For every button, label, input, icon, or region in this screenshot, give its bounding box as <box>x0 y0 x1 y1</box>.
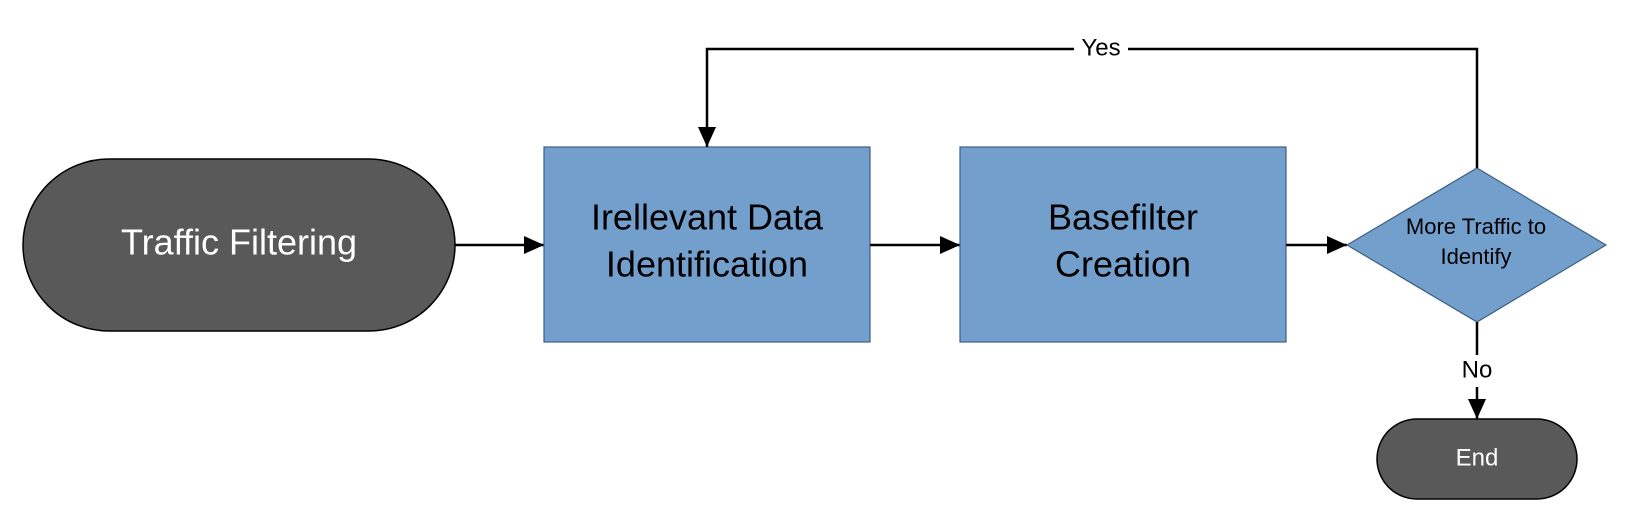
end-terminal-shape <box>1376 418 1578 500</box>
decision-more-traffic-line1: More Traffic to <box>1406 214 1546 239</box>
start-terminal: Traffic Filtering <box>22 158 456 332</box>
process-irrelevant-data-identification-line1: Irellevant Data <box>591 197 824 238</box>
no-label-background <box>1453 355 1501 387</box>
process-irrelevant-data-identification-shape <box>543 146 871 343</box>
start-terminal-label: Traffic Filtering <box>121 222 357 263</box>
decision-more-traffic-line2: Identify <box>1441 244 1512 269</box>
no-label: No <box>1462 356 1493 383</box>
yes-label-background <box>1074 34 1128 64</box>
end-terminal: End <box>1376 418 1578 500</box>
yes-label: Yes <box>1081 34 1120 61</box>
process-basefilter-creation: Basefilter Creation <box>959 146 1287 343</box>
decision-more-traffic: More Traffic to Identify <box>1345 167 1608 323</box>
end-terminal-label: End <box>1456 444 1499 471</box>
process-irrelevant-data-identification: Irellevant Data Identification <box>543 146 871 343</box>
process-basefilter-creation-shape <box>959 146 1287 343</box>
process-irrelevant-data-identification-line2: Identification <box>606 244 808 285</box>
process-basefilter-creation-line2: Creation <box>1055 244 1191 285</box>
process-basefilter-creation-line1: Basefilter <box>1048 197 1198 238</box>
